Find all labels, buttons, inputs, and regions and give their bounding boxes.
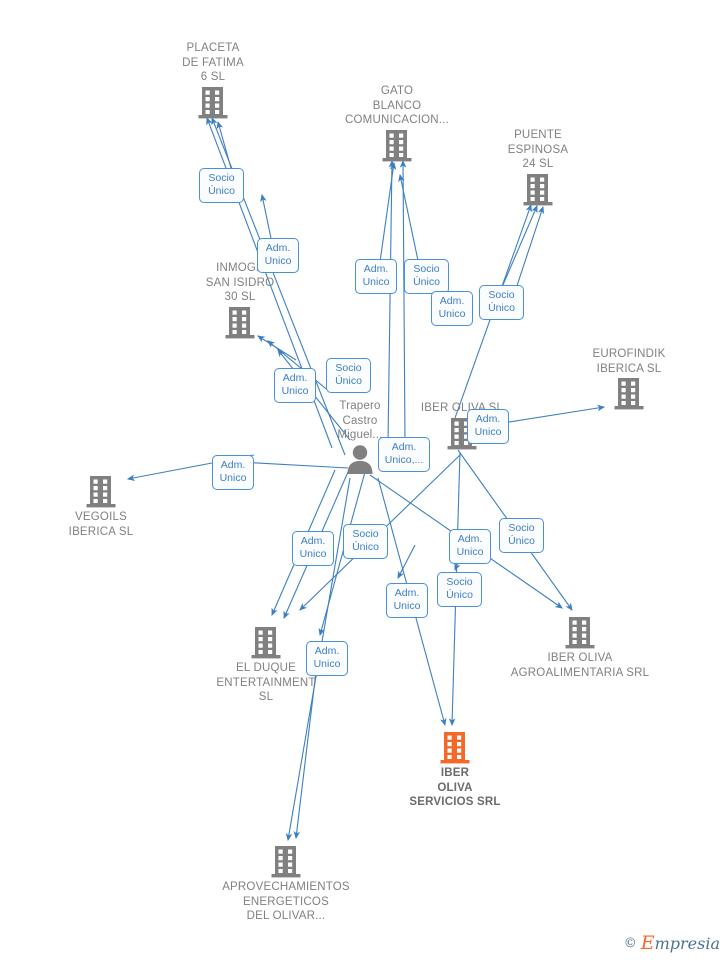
graph-node-iberagro[interactable]: IBER OLIVA AGROALIMENTARIA SRL bbox=[500, 616, 660, 680]
edge-relationship-label[interactable]: Adm. Unico bbox=[386, 583, 428, 618]
graph-node-elduque[interactable]: EL DUQUE ENTERTAINMENT SL bbox=[186, 626, 346, 705]
edge-relationship-label[interactable]: Adm. Unico bbox=[292, 531, 334, 566]
building-icon bbox=[500, 616, 660, 650]
empresia-watermark: ©Empresia bbox=[624, 932, 720, 954]
edge-relationship-label[interactable]: Adm. Unico bbox=[212, 455, 254, 490]
brand-name: Empresia bbox=[640, 932, 720, 954]
node-label: INMOGE SAN ISIDRO 30 SL bbox=[205, 262, 275, 303]
node-label: VEGOILS IBERICA SL bbox=[68, 511, 134, 538]
graph-edge bbox=[293, 654, 319, 840]
edge-relationship-label[interactable]: Socio Único bbox=[199, 168, 244, 203]
graph-node-placeta[interactable]: PLACETA DE FATIMA 6 SL bbox=[133, 41, 293, 120]
building-icon bbox=[317, 129, 477, 163]
graph-edge bbox=[238, 459, 349, 469]
building-icon bbox=[133, 86, 293, 120]
node-label: APROVECHAMIENTOS ENERGETICOS DEL OLIVAR.… bbox=[222, 881, 350, 922]
edge-relationship-label[interactable]: Adm. Unico bbox=[257, 238, 299, 273]
node-label: GATO BLANCO COMUNICACION... bbox=[345, 85, 449, 126]
graph-edge bbox=[399, 159, 407, 442]
node-label: IBER OLIVA SERVICIOS SRL bbox=[409, 767, 501, 808]
copyright-symbol: © bbox=[623, 935, 637, 951]
building-icon bbox=[21, 475, 181, 509]
graph-node-iberservicios[interactable]: IBER OLIVA SERVICIOS SRL bbox=[375, 731, 535, 810]
edge-relationship-label[interactable]: Adm. Unico bbox=[431, 291, 473, 326]
edge-relationship-label[interactable]: Socio Único bbox=[404, 259, 449, 294]
graph-node-gato[interactable]: GATO BLANCO COMUNICACION... bbox=[317, 84, 477, 163]
graph-edge bbox=[397, 544, 416, 579]
graph-node-eurofindik[interactable]: EUROFINDIK IBERICA SL bbox=[549, 347, 709, 411]
edge-relationship-label[interactable]: Socio Único bbox=[326, 358, 371, 393]
node-label: PLACETA DE FATIMA 6 SL bbox=[182, 42, 244, 83]
edge-relationship-label[interactable]: Adm. Unico bbox=[274, 368, 316, 403]
edge-relationship-label[interactable]: Adm. Unico bbox=[306, 641, 348, 676]
node-label: EL DUQUE ENTERTAINMENT SL bbox=[216, 662, 316, 703]
building-icon bbox=[206, 845, 366, 879]
edge-relationship-label[interactable]: Adm. Unico bbox=[467, 409, 509, 444]
graph-node-trapero[interactable]: Trapero Castro Miguel... bbox=[280, 399, 440, 474]
graph-node-vegoils[interactable]: VEGOILS IBERICA SL bbox=[21, 475, 181, 539]
graph-edge bbox=[489, 404, 606, 426]
graph-node-inmogestion[interactable]: INMOGE SAN ISIDRO 30 SL bbox=[160, 261, 320, 340]
building-icon bbox=[458, 173, 618, 207]
edge-relationship-label[interactable]: Socio Único bbox=[437, 572, 482, 607]
node-label: IBER OLIVA AGROALIMENTARIA SRL bbox=[510, 652, 650, 679]
edge-relationship-label[interactable]: Adm. Unico bbox=[449, 529, 491, 564]
building-icon bbox=[160, 306, 320, 340]
graph-edge bbox=[398, 173, 421, 271]
building-icon bbox=[375, 731, 535, 765]
edge-relationship-label[interactable]: Adm. Unico,... bbox=[378, 437, 430, 472]
edge-relationship-label[interactable]: Socio Único bbox=[479, 285, 524, 320]
building-icon bbox=[186, 626, 346, 660]
edge-relationship-label[interactable]: Socio Único bbox=[343, 524, 388, 559]
edge-relationship-label[interactable]: Socio Único bbox=[499, 518, 544, 553]
node-label: EUROFINDIK IBERICA SL bbox=[592, 348, 666, 375]
graph-edge bbox=[387, 159, 396, 444]
node-label: Trapero Castro Miguel... bbox=[337, 400, 383, 441]
graph-node-aprovecha[interactable]: APROVECHAMIENTOS ENERGETICOS DEL OLIVAR.… bbox=[206, 845, 366, 924]
building-icon bbox=[382, 417, 542, 451]
edge-relationship-label[interactable]: Adm. Unico bbox=[355, 259, 397, 294]
graph-node-puente[interactable]: PUENTE ESPINOSA 24 SL bbox=[458, 128, 618, 207]
person-icon bbox=[280, 444, 440, 474]
building-icon bbox=[549, 377, 709, 411]
node-label: PUENTE ESPINOSA 24 SL bbox=[507, 129, 569, 170]
